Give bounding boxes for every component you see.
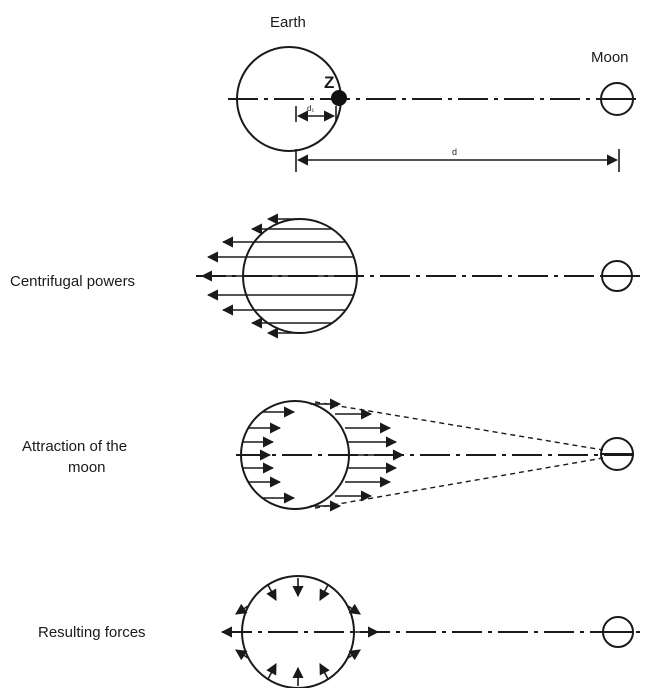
d-label: d [452,147,457,157]
moon-label: Moon [591,49,629,66]
resulting-arrow [347,603,361,615]
row-earth-moon: Earth Moon Z d₁ d [228,14,640,172]
resulting-arrows [220,578,380,686]
d1-label: d₁ [307,104,314,113]
resulting-arrow [319,584,330,601]
resulting-arrow [235,649,249,661]
row-centrifugal: Centrifugal powers [10,213,640,339]
resulting-arrow [266,663,277,680]
attraction-label-line2: moon [68,459,106,476]
tangent-line-lower [314,457,604,509]
resulting-arrow [235,603,249,615]
resulting-arrow [347,649,361,661]
attraction-arrows [241,398,405,512]
resulting-arrow [266,584,277,601]
earth-label: Earth [270,14,306,31]
resulting-arrow [319,663,330,680]
row-resulting: Resulting forces [38,575,640,688]
centrifugal-label: Centrifugal powers [10,273,135,290]
row-attraction: Attraction of the moon [22,398,640,512]
barycentre-label: Z [324,73,334,92]
resulting-label: Resulting forces [38,624,146,641]
centrifugal-arrows [200,213,356,339]
attraction-label-line1: Attraction of the [22,438,127,455]
barycentre-dot [331,90,347,106]
